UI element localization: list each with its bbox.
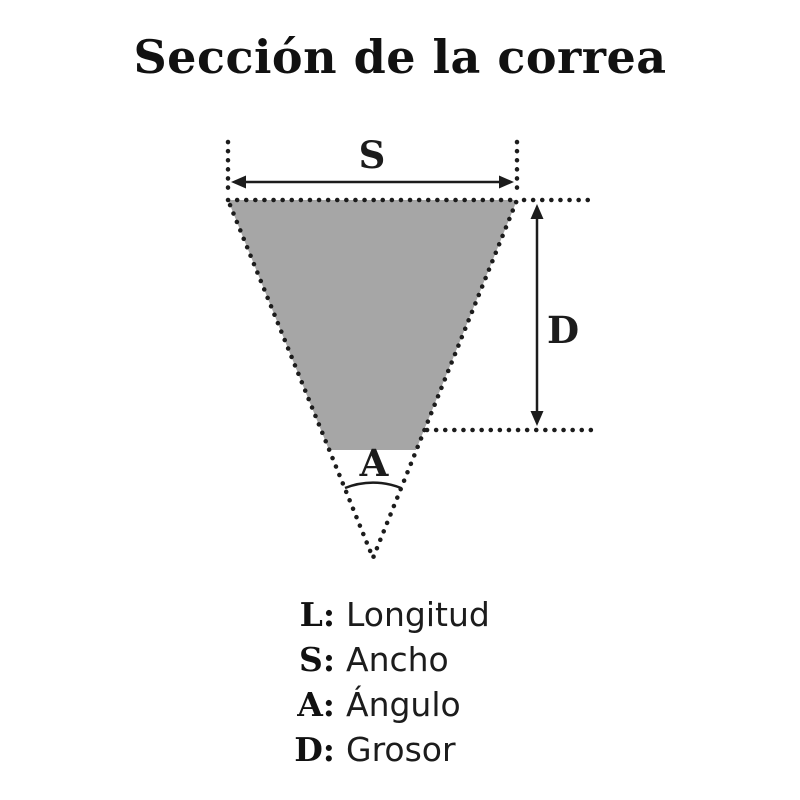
legend-item-width: S: Ancho [0,637,800,682]
depth-arrowhead-top [530,204,544,219]
belt-trapezoid-shape [228,200,517,450]
legend-item-length: L: Longitud [0,592,800,637]
legend-label-length: Longitud [346,595,490,634]
dimension-letters: S D A [359,133,579,485]
legend-label-width: Ancho [346,640,449,679]
width-arrowhead-left [231,175,246,189]
depth-arrowhead-bottom [530,411,544,426]
angle-label: A [359,441,390,485]
legend-key-angle: A: [297,685,335,724]
measurement-arrow-heads [231,175,544,426]
legend-label-depth: Grosor [346,730,456,769]
legend-key-length: L: [299,595,335,634]
width-arrowhead-right [499,175,514,189]
belt-cross-section-diagram: S D A [224,133,596,565]
legend-key-depth: D: [294,730,335,769]
legend-label-angle: Ángulo [346,685,461,724]
width-label: S [359,133,386,177]
legend-item-depth: D: Grosor [0,727,800,772]
legend-key-width: S: [298,640,335,679]
legend: L: Longitud S: Ancho A: Ángulo D: Grosor [0,592,800,772]
depth-label: D [547,308,579,352]
v-groove-dotted-outline [224,197,521,565]
dotted-construction-lines [224,139,596,565]
angle-arc [344,481,402,490]
legend-item-angle: A: Ángulo [0,682,800,727]
page-title: Sección de la correa [133,30,667,84]
measurement-arrow-lines [244,180,539,490]
